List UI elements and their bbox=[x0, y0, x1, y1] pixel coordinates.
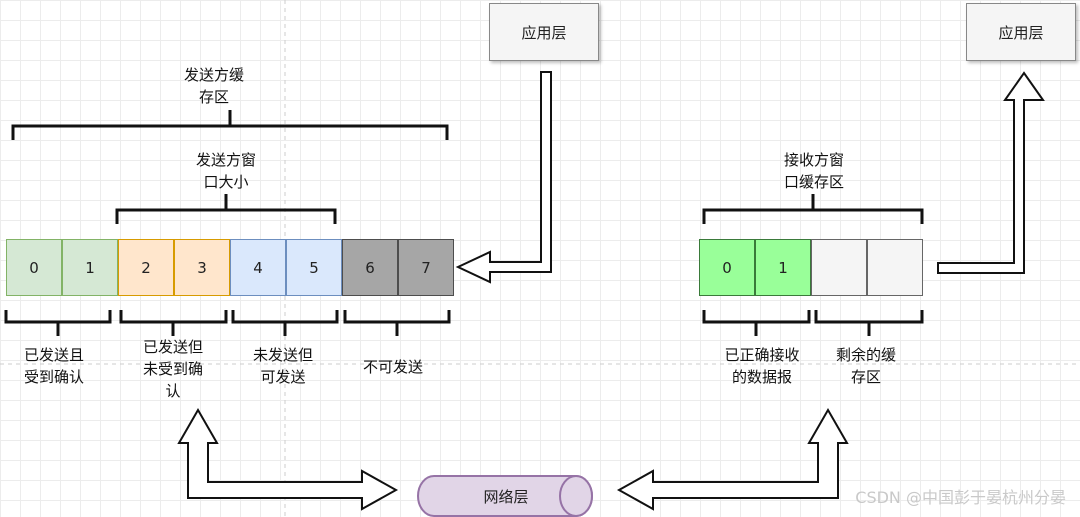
group-bracket-sent bbox=[119, 310, 228, 336]
group-label-acked: 已发送且 受到确认 bbox=[23, 346, 85, 386]
receiver-app-layer-box: 应用层 bbox=[966, 3, 1076, 61]
sender-cell-7: 7 bbox=[398, 239, 454, 296]
group-bracket-unsendable bbox=[343, 310, 451, 336]
network-layer-cylinder bbox=[417, 475, 593, 517]
sender-cell-5: 5 bbox=[286, 239, 342, 296]
sender-buffer-label: 发送方缓 存区 bbox=[183, 66, 245, 106]
network-layer-label: 网络层 bbox=[483, 488, 529, 506]
group-label-unsendable: 不可发送 bbox=[362, 358, 424, 376]
arrow-receiver-to-app bbox=[937, 71, 1045, 274]
group-label-sendable: 未发送但 可发送 bbox=[252, 346, 314, 386]
sender-cell-0: 0 bbox=[6, 239, 62, 296]
group-label-free-buffer: 剩余的缓 存区 bbox=[835, 346, 897, 386]
sender-cell-1: 1 bbox=[62, 239, 118, 296]
sender-app-layer-box: 应用层 bbox=[489, 3, 599, 61]
watermark: CSDN @中国彭于晏杭州分晏 bbox=[855, 488, 1066, 507]
arrow-network-to-receiver bbox=[616, 407, 849, 511]
arrow-app-to-sender bbox=[455, 71, 552, 284]
sender-window-label: 发送方窗 口大小 bbox=[195, 151, 257, 191]
group-bracket-received bbox=[702, 310, 811, 336]
receiver-cell-2 bbox=[811, 239, 867, 296]
receiver-window-label: 接收方窗 口缓存区 bbox=[783, 151, 845, 191]
sender-cell-4: 4 bbox=[230, 239, 286, 296]
sender-window-bracket bbox=[115, 194, 337, 224]
sender-cell-6: 6 bbox=[342, 239, 398, 296]
group-label-sent-unacked: 已发送但 未受到确 认 bbox=[142, 338, 204, 400]
receiver-cell-1: 1 bbox=[755, 239, 811, 296]
group-bracket-acked bbox=[4, 310, 112, 336]
receiver-window-bracket bbox=[702, 194, 924, 224]
sender-cell-2: 2 bbox=[118, 239, 174, 296]
group-bracket-free bbox=[814, 310, 924, 336]
arrow-sender-to-network bbox=[177, 407, 399, 511]
sender-app-layer-label: 应用层 bbox=[521, 23, 567, 42]
sender-buffer-bracket bbox=[11, 110, 449, 140]
group-label-received: 已正确接收 的数据报 bbox=[724, 346, 800, 386]
receiver-app-layer-label: 应用层 bbox=[998, 23, 1044, 42]
group-bracket-sendable bbox=[231, 310, 339, 336]
receiver-cell-0: 0 bbox=[699, 239, 755, 296]
sender-cell-3: 3 bbox=[174, 239, 230, 296]
receiver-cell-3 bbox=[867, 239, 923, 296]
